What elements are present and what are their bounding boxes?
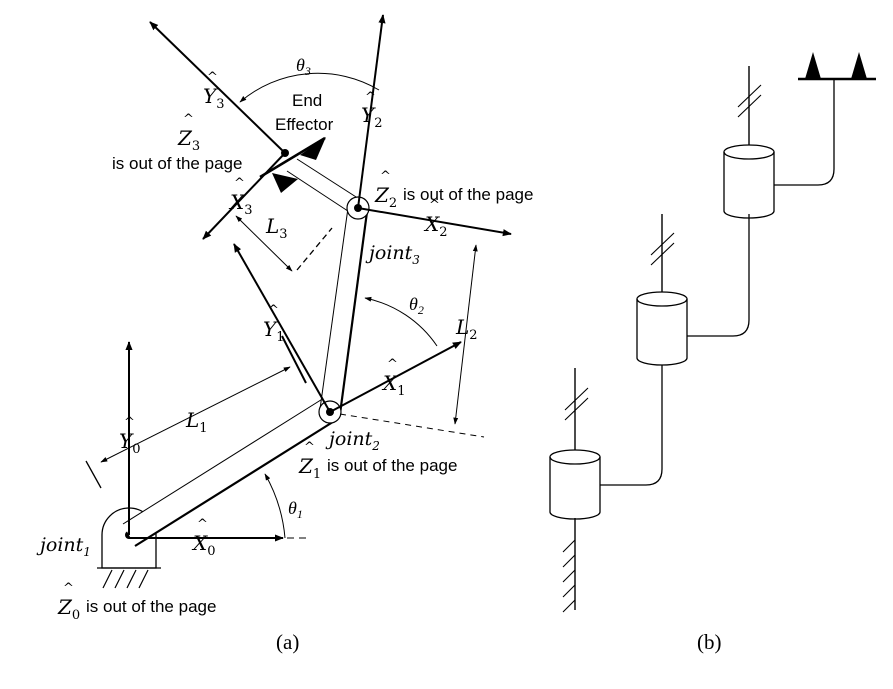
end-effector-label-line1: End bbox=[292, 91, 322, 110]
svg-text:^: ^ bbox=[380, 169, 391, 184]
svg-text:^: ^ bbox=[234, 176, 245, 191]
link-2 bbox=[319, 207, 369, 415]
z1-label: ^ Z1 is out of the page bbox=[298, 440, 457, 482]
svg-text:^: ^ bbox=[268, 303, 279, 318]
link-3 bbox=[286, 158, 368, 218]
theta2-arc bbox=[364, 296, 438, 347]
svg-text:Y2: Y2 bbox=[361, 103, 382, 131]
revolute-joint-1-cylinder bbox=[549, 368, 601, 520]
x2-axis-arrow bbox=[357, 207, 512, 237]
x2-label: ^ X2 bbox=[423, 198, 448, 240]
theta3-arc bbox=[239, 72, 380, 103]
svg-text:X0: X0 bbox=[191, 531, 216, 559]
theta1-label: θ1 bbox=[288, 498, 303, 521]
theta1-arc bbox=[264, 473, 286, 539]
y1-axis-arrow bbox=[233, 243, 331, 413]
joint3-label: joint3 bbox=[365, 242, 420, 267]
z3-label: ^ Z3 is out of the page bbox=[112, 112, 242, 173]
l3-dimension bbox=[235, 215, 333, 272]
svg-text:^: ^ bbox=[124, 415, 135, 430]
x3-label: ^ X3 bbox=[228, 176, 253, 218]
svg-text:Y0: Y0 bbox=[119, 429, 140, 457]
z0-label: ^ Z0 is out of the page bbox=[57, 581, 216, 623]
svg-text:X3: X3 bbox=[228, 190, 253, 218]
link-b-1 bbox=[600, 365, 663, 486]
l2-label: L2 bbox=[455, 315, 478, 343]
revolute-joint-3-cylinder bbox=[723, 66, 775, 219]
l1-label: L1 bbox=[185, 408, 208, 436]
svg-text:^: ^ bbox=[304, 440, 315, 455]
y0-label: ^ Y0 bbox=[119, 415, 140, 457]
svg-text:Z3: Z3 bbox=[177, 126, 200, 154]
z2-label: ^ Z2 is out of the page bbox=[374, 169, 533, 211]
svg-text:is out of the page: is out of the page bbox=[112, 154, 242, 173]
x3-axis-arrow bbox=[202, 152, 286, 240]
end-effector-label-line2: Effector bbox=[275, 115, 334, 134]
link-b-3 bbox=[774, 80, 835, 186]
link-b-2 bbox=[687, 214, 750, 337]
x1-axis-arrow bbox=[329, 341, 462, 413]
svg-text:^: ^ bbox=[183, 112, 194, 127]
svg-text:Z1: Z1 bbox=[298, 454, 321, 482]
theta3-label: θ3 bbox=[296, 55, 311, 78]
l3-label: L3 bbox=[265, 214, 288, 242]
svg-text:Y3: Y3 bbox=[203, 84, 224, 112]
svg-text:^: ^ bbox=[207, 70, 218, 85]
svg-text:is out of the page: is out of the page bbox=[86, 597, 216, 616]
panel-a: θ1 θ2 θ3 L1 L2 L3 joint1 joint2 joint3 ^… bbox=[36, 14, 533, 654]
panel-b: (b) bbox=[549, 52, 876, 654]
joint2-label: joint2 bbox=[325, 428, 380, 453]
y3-label: ^ Y3 bbox=[203, 70, 224, 112]
svg-text:^: ^ bbox=[63, 581, 74, 596]
svg-text:is out of the page: is out of the page bbox=[327, 456, 457, 475]
svg-text:^: ^ bbox=[387, 357, 398, 372]
revolute-joint-2-cylinder bbox=[636, 214, 688, 366]
y1-label: ^ Y1 bbox=[263, 303, 284, 345]
svg-text:X1: X1 bbox=[381, 371, 406, 399]
svg-text:^: ^ bbox=[365, 90, 376, 105]
y2-label: ^ Y2 bbox=[361, 90, 382, 131]
y2-axis-arrow bbox=[357, 14, 386, 209]
l2-dimension bbox=[453, 244, 478, 425]
svg-text:Z2: Z2 bbox=[374, 183, 397, 211]
joint1-label: joint1 bbox=[36, 534, 91, 559]
panel-b-caption: (b) bbox=[697, 630, 722, 654]
x0-label: ^ X0 bbox=[191, 517, 216, 559]
gripper-b bbox=[798, 52, 876, 81]
y3-axis-arrow bbox=[149, 21, 286, 154]
svg-text:^: ^ bbox=[197, 517, 208, 532]
svg-text:is out of the page: is out of the page bbox=[403, 185, 533, 204]
l1-dimension bbox=[85, 335, 307, 489]
svg-text:^: ^ bbox=[429, 198, 440, 213]
svg-text:Z0: Z0 bbox=[57, 595, 80, 623]
panel-a-caption: (a) bbox=[276, 630, 299, 654]
svg-text:Y1: Y1 bbox=[263, 317, 284, 345]
theta2-label: θ2 bbox=[409, 294, 424, 317]
svg-text:X2: X2 bbox=[423, 212, 448, 240]
end-effector-gripper bbox=[259, 136, 326, 193]
ground-hatch bbox=[562, 518, 576, 613]
x1-label: ^ X1 bbox=[381, 357, 406, 399]
